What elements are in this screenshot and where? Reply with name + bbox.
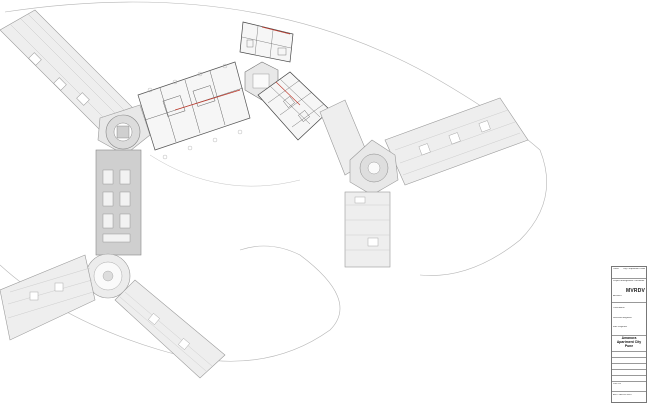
core-lower-left bbox=[85, 253, 131, 299]
pm-label: Project Management Consultant bbox=[613, 280, 645, 282]
client-label: Client bbox=[613, 268, 619, 270]
drawing-number: A20T-GRP00-3010 bbox=[613, 394, 632, 396]
core-right bbox=[349, 139, 399, 196]
title-block: Client City Corporation Limited Project … bbox=[611, 266, 647, 403]
structural-label: Structural Engineer bbox=[613, 317, 632, 319]
architect-label: Architect bbox=[613, 295, 622, 297]
project-title: Amanora Apartment City bbox=[616, 336, 642, 344]
site-curve-inner bbox=[149, 154, 301, 187]
client-value: City Corporation Limited bbox=[623, 268, 645, 270]
wing-lower-left-b bbox=[114, 279, 226, 379]
consultants-label: Consultants bbox=[613, 307, 625, 309]
wing-lower-left-a bbox=[0, 254, 96, 341]
wing-right-lower bbox=[344, 191, 391, 268]
sheet-label: Plan 1st bbox=[613, 383, 621, 385]
block-right bbox=[257, 71, 331, 141]
block-upper-middle bbox=[137, 61, 251, 160]
architect-logo: MVRDV bbox=[626, 288, 646, 294]
site-boundary-right bbox=[419, 149, 547, 276]
site-boundary-bottom bbox=[0, 245, 341, 362]
core-upper-left bbox=[97, 104, 151, 156]
block-top bbox=[239, 21, 294, 63]
project-location: Pune bbox=[624, 344, 634, 348]
mep-label: MEP Engineer bbox=[613, 326, 628, 328]
wing-middle-left bbox=[95, 149, 142, 256]
